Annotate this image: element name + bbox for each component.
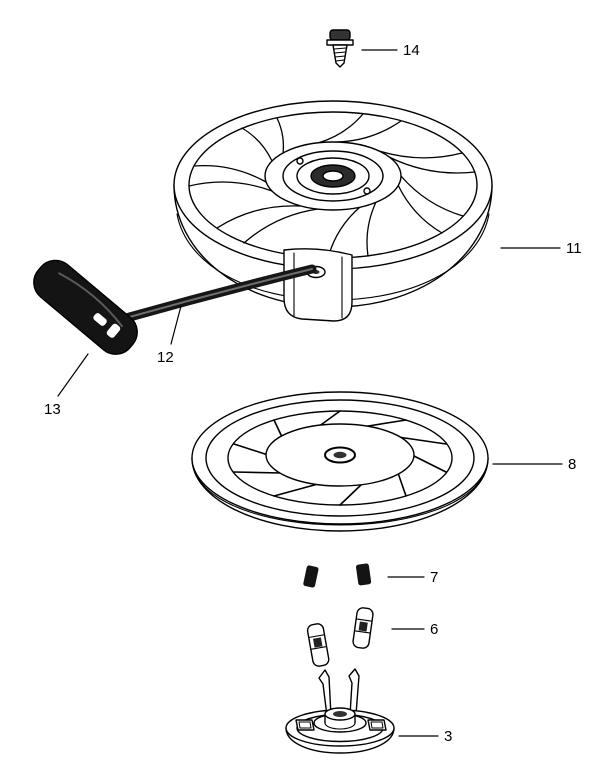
- rope-guide-seams: [293, 252, 343, 319]
- pawl-right: [352, 607, 374, 649]
- cup-slot-left-inner: [298, 721, 312, 729]
- hub-rivet-left: [296, 157, 304, 165]
- rope-guide-boss: [283, 248, 353, 322]
- callout-label-3: 3: [444, 728, 452, 745]
- hub-center-hole: [322, 170, 344, 182]
- leader-lines: [57, 49, 563, 737]
- callout-label-7: 7: [430, 569, 438, 586]
- screw-head: [329, 29, 351, 41]
- pulley-rim-ring: [205, 399, 475, 517]
- handle-highlight: [58, 272, 123, 328]
- screw-collar: [326, 39, 354, 46]
- cup-prong-right: [348, 668, 360, 716]
- cup-slot-right-inner: [370, 721, 384, 729]
- callout-label-6: 6: [430, 621, 438, 638]
- pawl-left: [306, 623, 330, 667]
- callout-label-12: 12: [157, 349, 174, 366]
- hub-rivet-right: [363, 187, 371, 195]
- pawl-spring-right: [355, 563, 372, 586]
- screw-threads: [333, 47, 347, 62]
- starter-rope: [121, 264, 317, 323]
- pulley-vanes: [233, 410, 447, 506]
- leader-line-13: [57, 353, 89, 397]
- callout-label-8: 8: [568, 456, 576, 473]
- callout-label-13: 13: [44, 401, 61, 418]
- cup-hub-base-arc: [324, 722, 356, 730]
- pawl-spring-left: [303, 565, 319, 588]
- starter-handle: [33, 259, 138, 355]
- housing-center-hub: [264, 141, 402, 211]
- housing-vent-spokes: [188, 113, 476, 259]
- handle-slot-a: [93, 313, 107, 326]
- pulley-wall-contour: [196, 473, 484, 526]
- pawl-springs: [303, 563, 372, 588]
- recoil-pulley: [191, 391, 489, 532]
- pawls: [306, 607, 374, 667]
- handle-slot-b: [106, 323, 121, 338]
- pulley-hole-dark: [333, 451, 347, 459]
- handle-grip: [33, 259, 138, 355]
- rope-sheen: [125, 268, 313, 319]
- starter-cup: [285, 668, 395, 754]
- cup-hub-hole: [333, 711, 347, 717]
- leader-line-12: [170, 305, 182, 345]
- mounting-screw: [326, 29, 354, 68]
- callout-labels: 14 11 12 13 8 7 6 3: [44, 42, 582, 745]
- callout-label-11: 11: [566, 240, 582, 257]
- recoil-starter-housing: [173, 100, 493, 322]
- callout-label-14: 14: [403, 42, 420, 59]
